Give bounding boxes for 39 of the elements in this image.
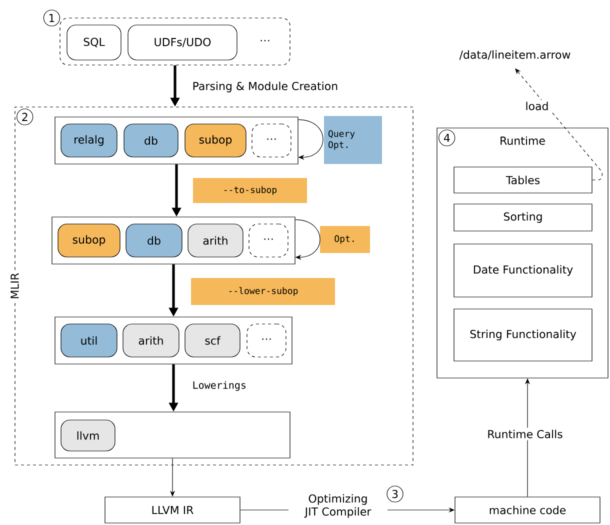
edge-label: Optimizing JIT Compiler	[288, 492, 388, 520]
component-box: Date Functionality	[454, 244, 592, 298]
pass-tag: --lower-subop	[191, 278, 335, 305]
dialect-pill: scf	[184, 324, 240, 358]
pass-tag: Opt.	[320, 226, 370, 253]
pass-tag: Query Opt.	[324, 116, 382, 164]
dialect-pill: db	[124, 124, 178, 158]
dialect-pill: arith	[122, 324, 180, 358]
edge-label: Lowerings	[190, 379, 248, 393]
edge-label: load	[523, 100, 551, 112]
placeholder-pill: ⋯	[248, 224, 288, 258]
edge-label: Parsing & Module Creation	[190, 80, 340, 94]
edge-label: Runtime Calls	[485, 428, 565, 440]
ellipsis: ⋯	[260, 40, 270, 42]
component-box: String Functionality	[454, 308, 592, 362]
circled-number: 1	[43, 10, 60, 26]
arrow	[295, 219, 320, 260]
circled-number: 4	[438, 130, 456, 146]
language-pill: SQL	[66, 24, 122, 60]
dialect-pill: subop	[184, 124, 246, 158]
file-path: /data/lineitem.arrow	[459, 50, 570, 60]
circled-number: 3	[386, 486, 404, 502]
dialect-pill: relalg	[60, 124, 118, 158]
placeholder-pill: ⋯	[252, 124, 292, 158]
language-pill: UDFs/UDO	[128, 24, 238, 60]
circled-number: 2	[16, 108, 34, 126]
dialect-pill: llvm	[60, 420, 116, 452]
component-box: LLVM IR	[104, 496, 240, 524]
dialect-pill: db	[126, 224, 182, 258]
pass-tag: --to-subop	[193, 178, 307, 203]
component-box: machine code	[454, 496, 600, 524]
dialect-pill: subop	[58, 224, 120, 258]
arrow	[298, 119, 324, 160]
dialect-pill: arith	[188, 224, 244, 258]
dialect-pill: util	[60, 324, 118, 358]
component-box: Sorting	[454, 204, 592, 232]
group-frame	[60, 18, 290, 66]
component-box: Tables	[454, 166, 592, 194]
placeholder-pill: ⋯	[246, 324, 286, 358]
